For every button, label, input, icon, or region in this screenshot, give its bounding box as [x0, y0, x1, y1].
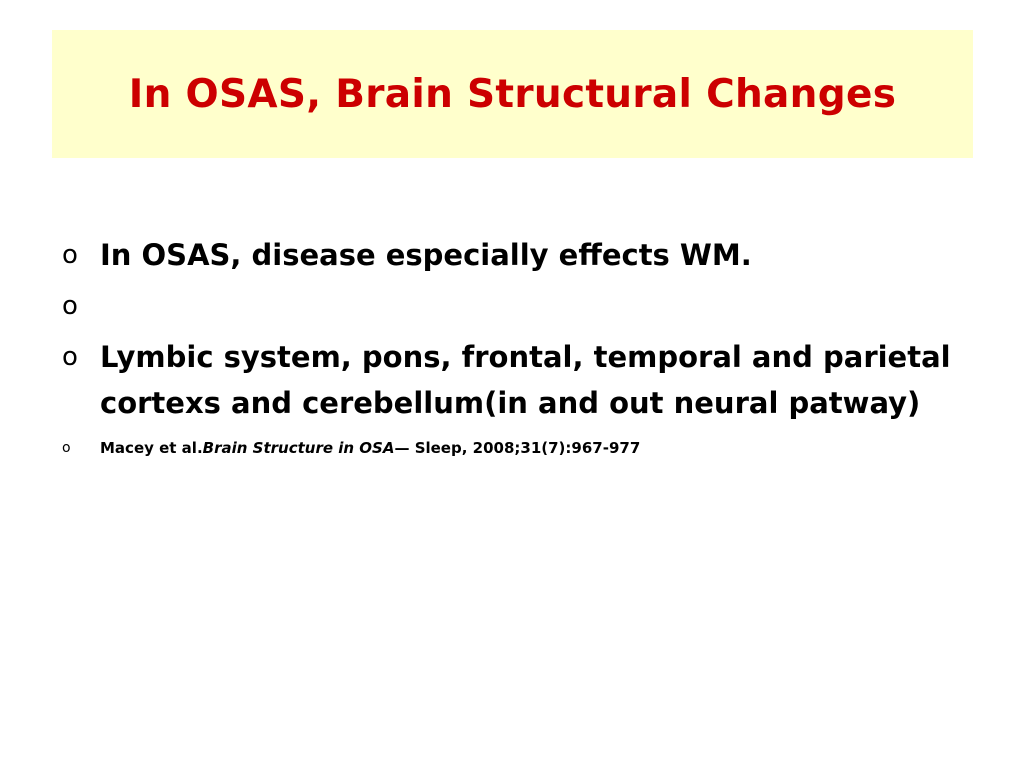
- circle-bullet-icon: o: [62, 240, 78, 270]
- reference-separator: —: [394, 439, 415, 457]
- reference-authors: Macey et al.: [100, 439, 203, 457]
- reference-text: Macey et al.Brain Structure in OSA— Slee…: [100, 439, 640, 457]
- bullet-item-empty: o: [62, 283, 962, 329]
- bullet-list: o In OSAS, disease especially effects WM…: [62, 232, 962, 458]
- circle-bullet-icon: o: [62, 440, 71, 456]
- bullet-text: Lymbic system, pons, frontal, temporal a…: [100, 340, 951, 420]
- slide-title: In OSAS, Brain Structural Changes: [128, 71, 897, 117]
- reference-item: o Macey et al.Brain Structure in OSA— Sl…: [62, 438, 962, 458]
- bullet-item: o In OSAS, disease especially effects WM…: [62, 232, 962, 278]
- bullet-item: o Lymbic system, pons, frontal, temporal…: [62, 334, 962, 426]
- bullet-text: In OSAS, disease especially effects WM.: [100, 238, 752, 272]
- reference-title: Brain Structure in OSA: [202, 439, 395, 457]
- circle-bullet-icon: o: [62, 342, 78, 372]
- title-banner: In OSAS, Brain Structural Changes: [52, 30, 973, 158]
- reference-citation: Sleep, 2008;31(7):967-977: [414, 439, 641, 457]
- circle-bullet-icon: o: [62, 291, 78, 321]
